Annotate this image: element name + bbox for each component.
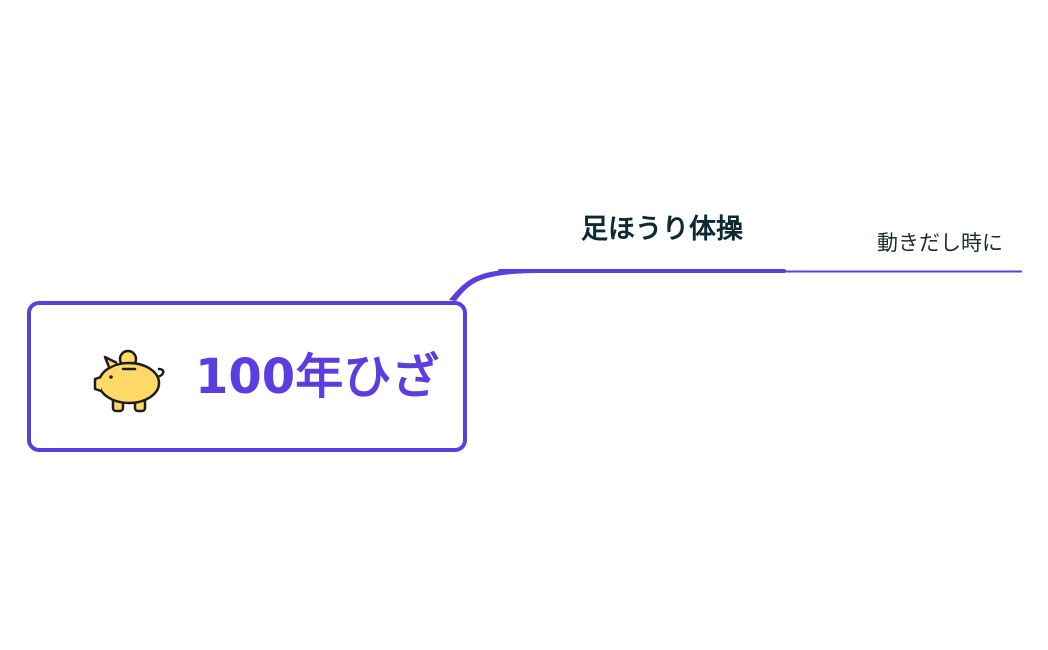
central-topic-title[interactable]: 100年ひざ — [195, 349, 440, 405]
piggy-bank-icon[interactable] — [91, 347, 167, 413]
subtopic-label[interactable]: 動きだし時に — [877, 231, 1003, 255]
root-branch-connector — [449, 269, 560, 301]
central-topic-node[interactable]: 100年ひざ — [27, 301, 467, 452]
main-topic-label[interactable]: 足ほうり体操 — [581, 214, 743, 245]
